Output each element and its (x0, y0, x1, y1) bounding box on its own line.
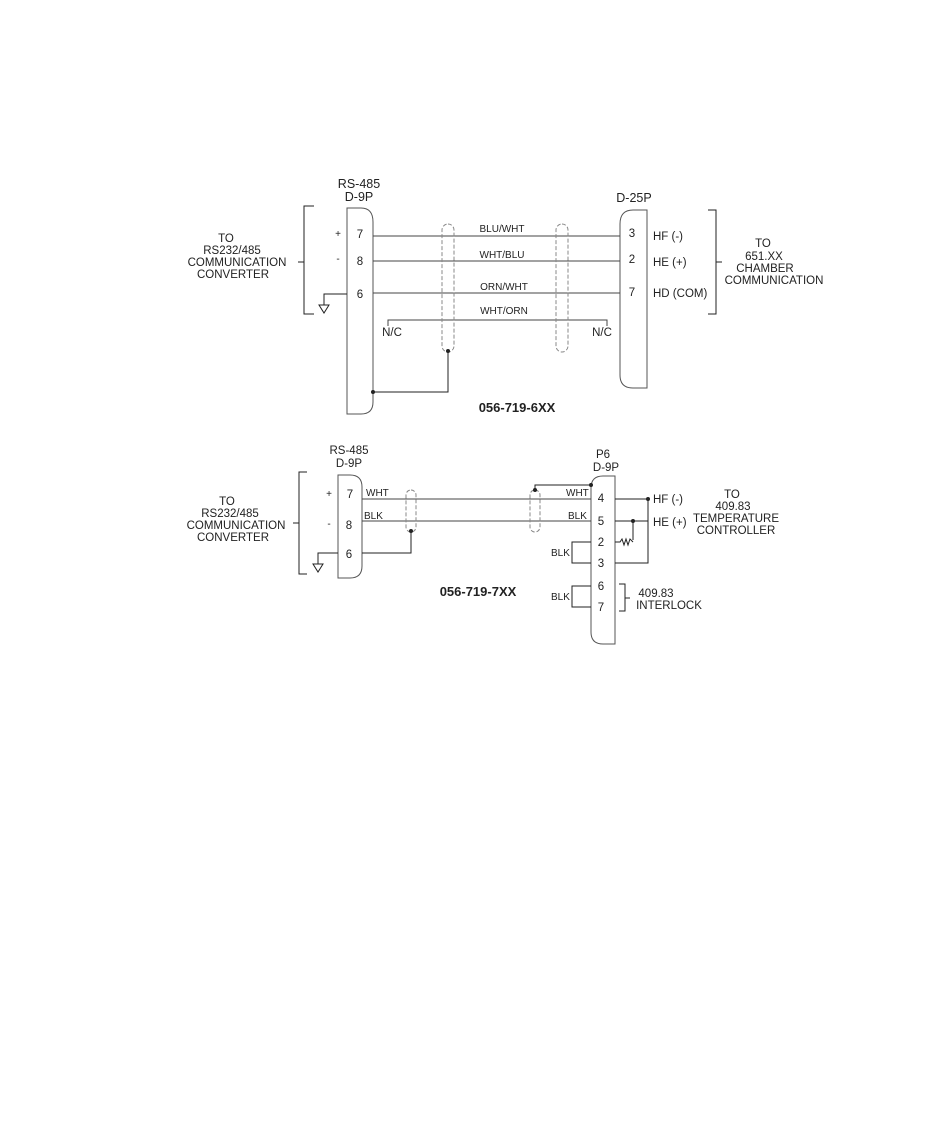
d2-pin3-return (615, 499, 649, 564)
d2-left-bracket (293, 471, 307, 575)
d1-wire-label-blu-wht: BLU/WHT (480, 224, 525, 235)
d1-cable-shield-right (555, 223, 569, 353)
d1-left-connector-shell (346, 207, 374, 415)
d2-drain-junction-right (533, 488, 537, 492)
d1-nc-left: N/C (382, 327, 402, 339)
d2-right-pin-5: 5 (598, 516, 604, 528)
d2-left-wire-label-blk: BLK (364, 511, 383, 522)
d2-minus-sign: - (327, 519, 330, 530)
d2-interlock-line2: INTERLOCK (636, 600, 702, 612)
d2-left-connector-type: RS-485 (330, 445, 369, 457)
d1-plus-sign: + (335, 229, 341, 240)
d1-drain-junction (446, 349, 450, 353)
d2-right-wire-label-wht: WHT (566, 488, 589, 499)
d1-right-target-line2: 651.XX (745, 251, 783, 263)
d1-left-pin-7: 7 (357, 229, 363, 241)
d1-drain-wire (373, 351, 449, 393)
d1-wire-label-orn-wht: ORN/WHT (480, 282, 528, 293)
d1-left-bracket (298, 205, 314, 315)
d2-jumper-label-6-7: BLK (551, 592, 570, 603)
d1-right-connector-shell (619, 209, 648, 389)
d1-nc-right: N/C (592, 327, 612, 339)
d2-jumper-label-2-3: BLK (551, 548, 570, 559)
d1-right-target-line3: CHAMBER (736, 263, 794, 275)
d1-wire-label-wht-orn: WHT/ORN (480, 306, 528, 317)
d1-drain-shell-junction (371, 390, 375, 394)
d2-jumper-2-3 (571, 541, 591, 564)
d2-cable-shield-right (529, 489, 541, 533)
d2-signal-he: HE (+) (653, 517, 687, 529)
d2-right-pin-6: 6 (598, 581, 604, 593)
d2-left-connector-model: D-9P (336, 458, 363, 470)
d1-right-pin-7: 7 (629, 287, 635, 299)
d1-left-target-line1: TO (218, 233, 234, 245)
d2-left-target-line4: CONVERTER (197, 532, 269, 544)
d2-left-target-line2: RS232/485 (201, 508, 259, 520)
d1-left-pin-8: 8 (357, 256, 363, 268)
d2-left-pin-6: 6 (346, 549, 352, 561)
d2-drain-wire-left (362, 531, 412, 554)
d1-left-connector-model: D-9P (345, 190, 373, 204)
d2-left-pin-8: 8 (346, 520, 352, 532)
d2-interlock-line1: 409.83 (638, 588, 673, 600)
d2-resistor-icon (615, 521, 634, 547)
d1-right-pin-2: 2 (629, 254, 635, 266)
d1-right-pin-3: 3 (629, 228, 635, 240)
d2-right-connector-model: D-9P (593, 462, 620, 474)
d2-right-target-line4: CONTROLLER (697, 525, 776, 537)
d2-right-pin-7: 7 (598, 602, 604, 614)
d2-right-pin-3: 3 (598, 558, 604, 570)
d2-signal-hf: HF (-) (653, 494, 683, 506)
d2-right-target-line2: 409.83 (715, 501, 750, 513)
d1-wire-label-wht-blu: WHT/BLU (480, 250, 525, 261)
d2-left-connector-shell (337, 474, 363, 579)
d1-right-target-line4: COMMUNICATION (725, 275, 824, 287)
d2-left-wire-label-wht: WHT (366, 488, 389, 499)
d1-left-target-line4: CONVERTER (197, 269, 269, 281)
d2-right-connector-shell (590, 475, 616, 645)
d1-minus-sign: - (336, 254, 339, 265)
d1-left-target-line3: COMMUNICATION (188, 257, 287, 269)
d2-cable-shield-left (405, 489, 417, 533)
d1-signal-hd: HD (COM) (653, 288, 707, 300)
d1-cable-shield-left (441, 223, 455, 353)
d1-wire-wht-orn (387, 319, 608, 326)
d2-drain-shell-junction (589, 483, 593, 487)
d2-drain-junction-left (409, 529, 413, 533)
d1-signal-hf: HF (-) (653, 231, 683, 243)
d2-right-wire-label-blk: BLK (568, 511, 587, 522)
d2-right-target-line3: TEMPERATURE (693, 513, 779, 525)
d1-right-connector-model: D-25P (616, 191, 651, 205)
d2-right-pin-2: 2 (598, 537, 604, 549)
diagram-056-719-7xx: RS-485 D-9P P6 D-9P TO RS232/485 COMMUNI… (187, 445, 779, 645)
d2-left-target-line3: COMMUNICATION (187, 520, 286, 532)
d2-left-target-line1: TO (219, 496, 235, 508)
d2-ground-icon (312, 552, 338, 573)
d1-ground-icon (318, 293, 347, 314)
d2-right-pin-4: 4 (598, 493, 605, 505)
d2-right-target-line1: TO (724, 489, 740, 501)
d1-signal-he: HE (+) (653, 257, 687, 269)
d2-left-pin-7: 7 (347, 489, 353, 501)
d1-left-pin-6: 6 (357, 289, 363, 301)
d1-right-target-line1: TO (755, 238, 771, 250)
d1-part-number: 056-719-6XX (479, 400, 556, 415)
d2-plus-sign: + (326, 489, 332, 500)
d1-left-connector-type: RS-485 (338, 177, 380, 191)
d2-right-connector-label: P6 (596, 449, 610, 461)
diagram-056-719-6xx: RS-485 D-9P D-25P TO RS232/485 COMMUNICA… (188, 177, 824, 415)
d1-left-target-line2: RS232/485 (203, 245, 261, 257)
d2-part-number: 056-719-7XX (440, 584, 517, 599)
d1-right-bracket (708, 209, 722, 315)
d2-jumper-6-7 (571, 585, 591, 608)
d2-interlock-bracket (619, 583, 630, 612)
